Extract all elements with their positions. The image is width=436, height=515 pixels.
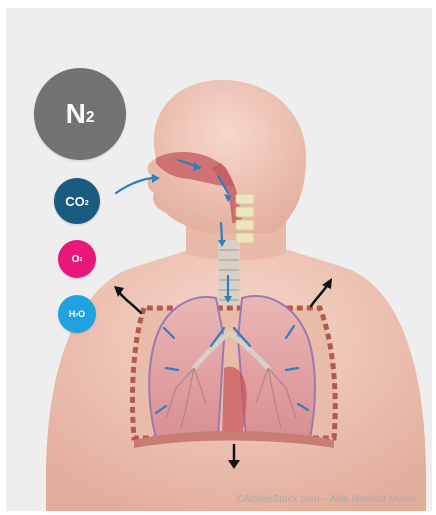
carbon-dioxide-symbol: CO — [65, 194, 85, 209]
nitrogen-subscript: 2 — [86, 109, 95, 127]
oxygen-molecule-bubble: O2 — [58, 240, 96, 278]
water-symbol-tail: O — [78, 309, 85, 319]
oxygen-subscript: 2 — [79, 257, 82, 263]
airflow-arrow — [221, 223, 222, 240]
water-molecule-bubble: H2O — [58, 295, 96, 333]
airflow-arrow — [116, 178, 152, 193]
heart-region — [222, 367, 247, 438]
image-credit: ©AdobeStock.com – Alila Medical Media — [236, 494, 416, 505]
nitrogen-symbol: N — [66, 98, 86, 130]
oxygen-symbol: O — [72, 254, 80, 265]
nitrogen-molecule-bubble: N2 — [34, 68, 126, 160]
carbon-dioxide-molecule-bubble: CO2 — [54, 178, 100, 224]
water-subscript: 2 — [75, 313, 78, 318]
carbon-dioxide-subscript: 2 — [85, 199, 89, 207]
diagram-frame: N2 CO2 O2 H2O ©AdobeStock.com – Alila Me… — [6, 8, 432, 511]
